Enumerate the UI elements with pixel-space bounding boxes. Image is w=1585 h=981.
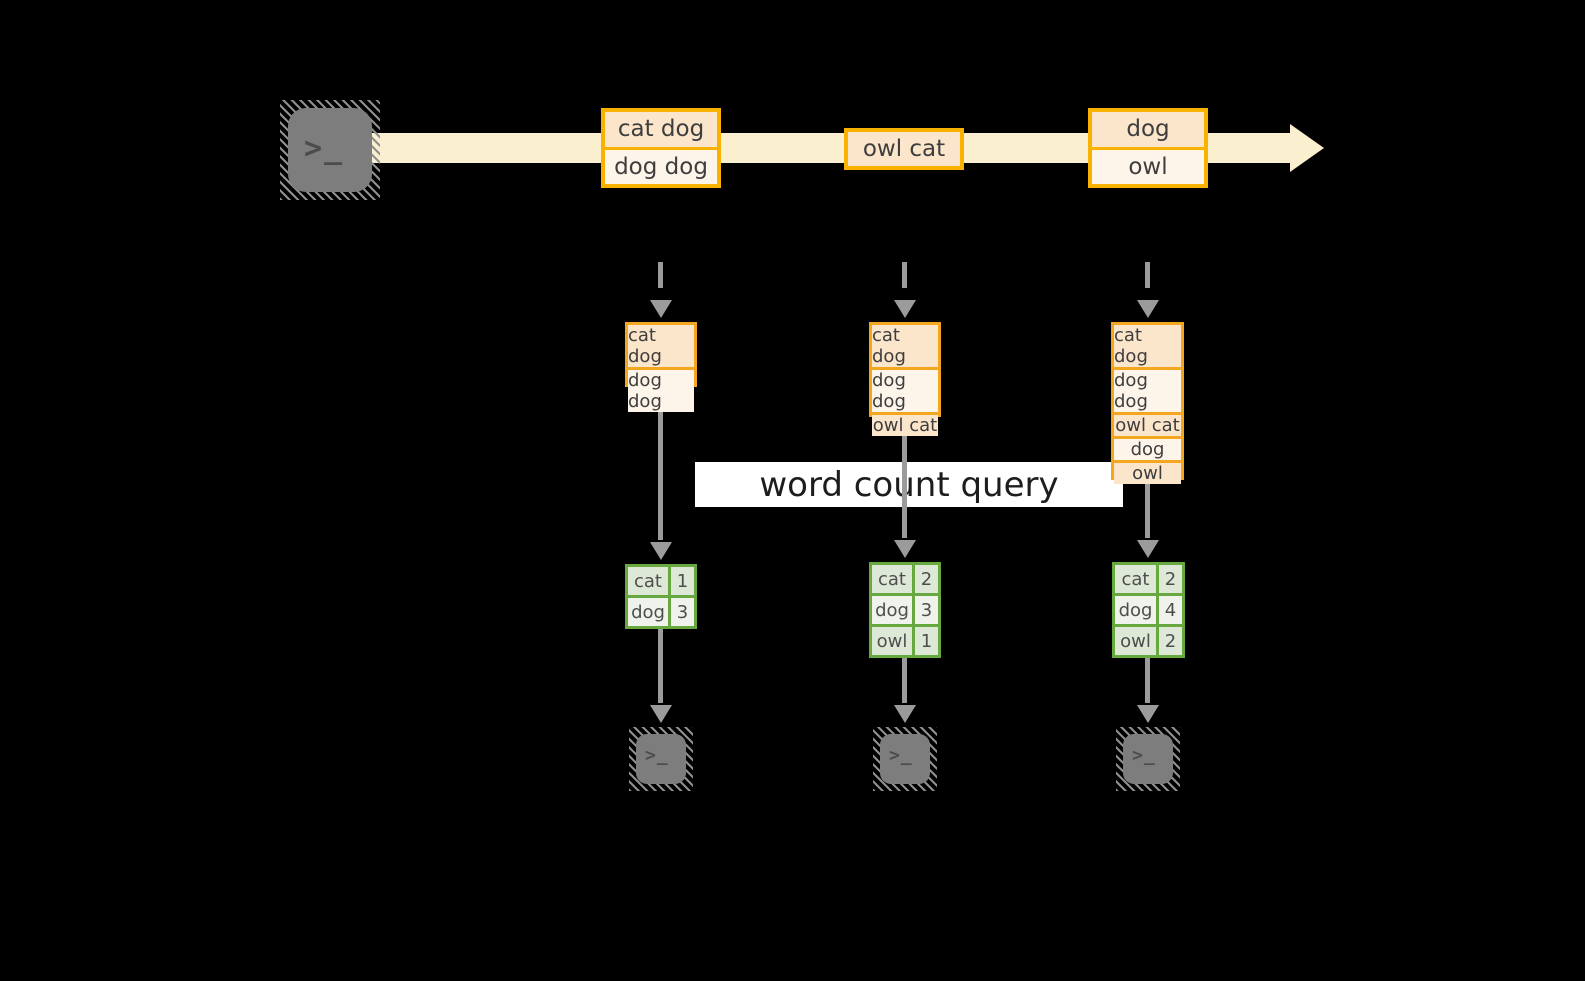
count-cell: 2 [1159,627,1182,655]
stream-arrow-head-icon [1290,124,1324,172]
state-box-3: cat dog dog dog owl cat dog owl [1111,322,1184,484]
count-cell: 4 [1159,596,1182,624]
state-cell: dog dog [872,367,938,412]
word-cell: cat [872,565,915,593]
arrow-line [1145,480,1150,538]
table-row: cat 2 [1115,565,1182,593]
state-cell: owl cat [872,412,938,436]
state-cell: dog dog [1114,367,1181,412]
state-cell: owl cat [1114,412,1181,436]
table-row: dog 3 [628,595,694,626]
event-cell: dog dog [605,146,717,184]
count-cell: 1 [671,567,694,595]
state-cell: cat dog [1114,325,1181,367]
word-cell: dog [628,598,671,626]
dashed-arrow-head-icon [894,300,916,318]
terminal-prompt-icon: >_ [304,131,345,166]
arrow-line [658,387,663,540]
sink-terminal-icon: >_ [1116,727,1180,791]
arrow-line [1145,658,1150,703]
count-table-3: cat 2 dog 4 owl 2 [1112,562,1185,658]
word-cell: cat [1115,565,1159,593]
table-row: owl 1 [872,624,938,655]
arrow-line [902,417,907,538]
terminal-screen: >_ [1123,734,1173,784]
sink-terminal-icon: >_ [629,727,693,791]
terminal-prompt-icon: >_ [1132,745,1156,766]
dashed-arrow-head-icon [650,300,672,318]
count-cell: 2 [915,565,938,593]
state-cell: cat dog [628,325,694,367]
state-cell: cat dog [872,325,938,367]
state-cell: dog dog [628,367,694,412]
count-cell: 3 [671,598,694,626]
arrow-head-icon [894,540,916,558]
count-cell: 3 [915,596,938,624]
terminal-screen: >_ [636,734,686,784]
event-cell: owl cat [848,132,960,166]
count-table-2: cat 2 dog 3 owl 1 [869,562,941,658]
source-terminal-icon: >_ [280,100,380,200]
arrow-head-icon [1137,705,1159,723]
state-box-2: cat dog dog dog owl cat [869,322,941,436]
arrow-head-icon [1137,540,1159,558]
arrow-line [658,629,663,703]
count-table-1: cat 1 dog 3 [625,564,697,629]
terminal-screen: >_ [880,734,930,784]
event-cell: owl [1092,146,1204,184]
table-row: dog 3 [872,593,938,624]
table-row: dog 4 [1115,593,1182,624]
table-row: cat 2 [872,565,938,593]
word-cell: owl [1115,627,1159,655]
arrow-head-icon [650,705,672,723]
dashed-arrow-line [658,262,663,288]
event-cell: cat dog [605,112,717,147]
word-cell: dog [872,596,915,624]
table-row: cat 1 [628,567,694,595]
dashed-arrow-head-icon [1137,300,1159,318]
query-label: word count query [695,462,1123,507]
stream-event-box-1: cat dog dog dog [601,108,721,188]
dashed-arrow-line [902,262,907,288]
stream-event-box-3: dog owl [1088,108,1208,188]
stream-event-box-2: owl cat [844,128,964,170]
event-cell: dog [1092,112,1204,147]
count-cell: 2 [1159,565,1182,593]
dashed-arrow-line [1145,262,1150,288]
terminal-prompt-icon: >_ [645,745,669,766]
word-cell: dog [1115,596,1159,624]
sink-terminal-icon: >_ [873,727,937,791]
state-cell: dog [1114,436,1181,460]
table-row: owl 2 [1115,624,1182,655]
terminal-prompt-icon: >_ [889,745,913,766]
terminal-screen: >_ [288,108,372,192]
word-cell: owl [872,627,915,655]
count-cell: 1 [915,627,938,655]
arrow-line [902,658,907,703]
state-cell: owl [1114,460,1181,484]
arrow-head-icon [650,542,672,560]
arrow-head-icon [894,705,916,723]
word-cell: cat [628,567,671,595]
state-box-1: cat dog dog dog [625,322,697,412]
